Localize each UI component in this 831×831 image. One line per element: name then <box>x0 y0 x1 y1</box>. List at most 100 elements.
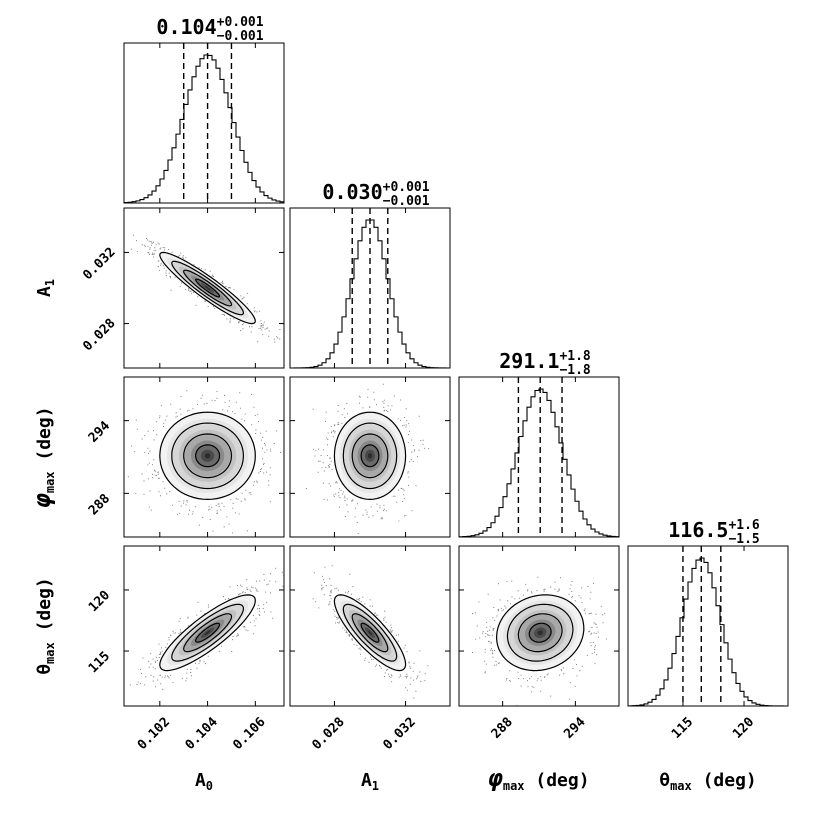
y-tick-label-theta_max: 120 <box>86 588 113 615</box>
density-band <box>204 285 211 291</box>
tick-marks <box>290 546 450 706</box>
x-axis-label-phi_max: φmax (deg) <box>487 764 589 793</box>
title-A1: 0.030+0.001 <box>322 180 429 204</box>
y-axis-label-phi_max: φmax (deg) <box>28 406 57 508</box>
density-panel-theta_max-vs-phi_max <box>472 576 607 706</box>
title-err-plus: +0.001 <box>217 15 264 30</box>
contour-line <box>333 594 407 672</box>
title-value: 116.5 <box>668 518 728 542</box>
y-tick-label-A1: 0.028 <box>80 316 118 354</box>
tick-marks <box>124 377 284 537</box>
contour-line <box>333 411 407 501</box>
axis-label-subscript: 0 <box>206 779 213 793</box>
density-panel-theta_max-vs-A1 <box>312 565 429 699</box>
x-tick-label-A0: 0.102 <box>135 715 173 753</box>
contour-line <box>159 594 256 672</box>
title-value: 0.030 <box>322 180 382 204</box>
tick-marks <box>290 377 450 537</box>
title-err-plus: +1.6 <box>728 518 759 533</box>
x-tick-label-theta_max: 120 <box>730 715 757 742</box>
y-tick-label-phi_max: 288 <box>86 491 113 518</box>
title-value: 0.104 <box>156 15 216 39</box>
x-tick-label-A0: 0.104 <box>183 715 221 753</box>
axis-label-subscript: max <box>43 642 57 664</box>
contour-line <box>517 613 563 653</box>
axis-label-symbol: θ <box>659 770 670 791</box>
contour-line <box>342 422 398 490</box>
density-band <box>367 453 373 459</box>
histogram-phi_max <box>458 376 620 538</box>
axis-label-subscript: max <box>503 779 525 793</box>
axis-label-symbol: A <box>195 770 206 791</box>
y-tick-label-A1: 0.032 <box>80 245 118 283</box>
title-err-plus: +0.001 <box>383 180 430 195</box>
panel-frame <box>123 545 285 707</box>
y-axis-label-theta_max: θmax (deg) <box>34 577 57 675</box>
contour-line <box>360 444 380 468</box>
density-band <box>204 630 211 635</box>
axis-label-unit: (deg) <box>692 770 757 791</box>
panel-frame <box>458 545 620 707</box>
tick-marks <box>459 546 619 706</box>
axis-label-symbol: A <box>361 770 372 791</box>
histogram-step-line <box>459 388 619 537</box>
title-err-minus-phi_max: −1.8 <box>559 363 590 378</box>
contour-line <box>342 603 398 662</box>
title-phi_max: 291.1+1.8 <box>499 349 591 373</box>
panel-frame <box>123 207 285 369</box>
panel-frame <box>289 376 451 538</box>
density-panel-A1-vs-A0 <box>130 234 281 343</box>
x-tick-label-phi_max: 294 <box>561 715 588 742</box>
title-err-minus-A1: −0.001 <box>383 194 430 209</box>
contour-line <box>194 444 221 468</box>
axis-label-unit: (deg) <box>34 577 55 642</box>
contour-line <box>183 433 233 479</box>
x-tick-label-theta_max: 115 <box>669 715 696 742</box>
contour-line <box>183 269 233 307</box>
tick-marks <box>333 208 407 368</box>
contour-line <box>506 603 574 662</box>
axis-label-unit: (deg) <box>525 770 590 791</box>
panel-frame <box>289 207 451 369</box>
x-tick-label-phi_max: 288 <box>489 715 516 742</box>
density-band <box>537 630 543 635</box>
x-axis-label-A1: A1 <box>361 770 379 793</box>
title-err-plus: +1.8 <box>559 349 590 364</box>
contour-line <box>528 622 552 643</box>
density-panel-theta_max-vs-A0 <box>129 567 284 690</box>
contour-line <box>351 433 389 479</box>
x-axis-label-theta_max: θmax (deg) <box>659 770 757 793</box>
x-tick-label-A1: 0.032 <box>381 715 419 753</box>
contour-line <box>194 622 221 643</box>
contour-line <box>159 251 256 325</box>
title-err-minus-A0: −0.001 <box>217 29 264 44</box>
tick-marks <box>682 546 745 706</box>
contour-line <box>183 613 233 653</box>
y-axis-label-A1: A1 <box>34 279 57 297</box>
x-tick-label-A0: 0.106 <box>230 715 268 753</box>
density-band <box>367 630 373 635</box>
panel-frame <box>289 545 451 707</box>
histogram-theta_max <box>627 545 789 707</box>
y-tick-label-theta_max: 115 <box>86 649 113 676</box>
axis-label-symbol: θ <box>34 664 55 675</box>
tick-marks <box>159 43 256 203</box>
axis-label-subscript: 1 <box>372 779 379 793</box>
axis-label-symbol: φ <box>487 764 503 792</box>
density-band <box>204 453 211 459</box>
x-axis-label-A0: A0 <box>195 770 213 793</box>
density-panel-phi_max-vs-A0 <box>127 390 281 534</box>
title-value: 291.1 <box>499 349 559 373</box>
axis-label-symbol: φ <box>28 493 56 509</box>
tick-marks <box>124 208 284 368</box>
panel-frame <box>123 42 285 204</box>
axis-label-unit: (deg) <box>34 406 55 471</box>
y-tick-label-phi_max: 294 <box>86 418 113 445</box>
contour-line <box>159 411 256 501</box>
title-A0: 0.104+0.001 <box>156 15 263 39</box>
tick-marks <box>124 546 284 706</box>
contour-line <box>171 260 245 316</box>
title-err-minus-theta_max: −1.5 <box>728 532 759 547</box>
contour-line <box>495 594 585 672</box>
